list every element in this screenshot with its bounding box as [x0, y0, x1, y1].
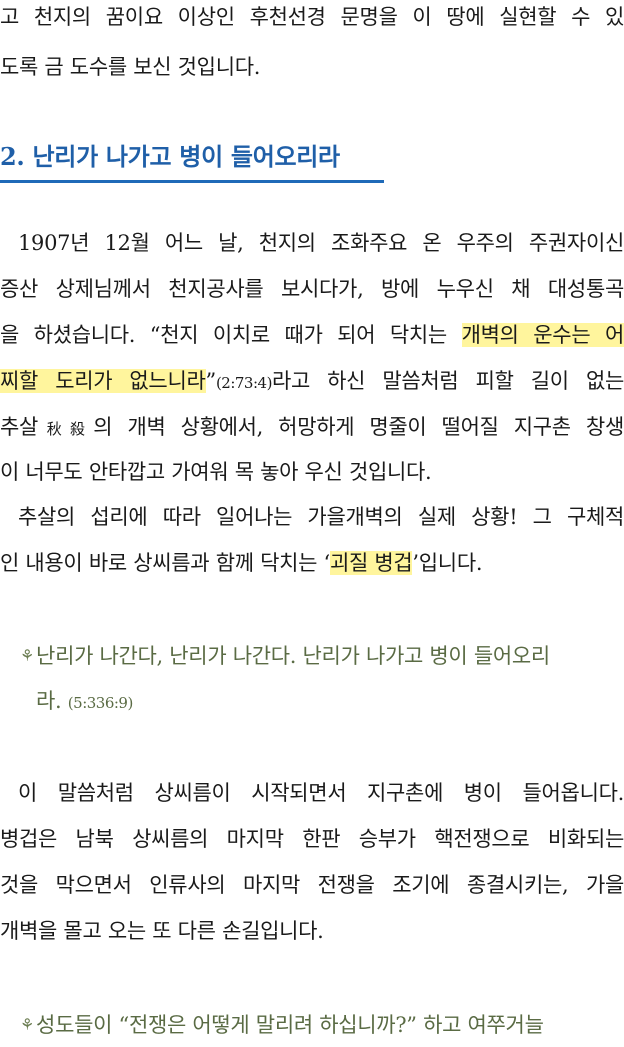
para1-line-1: 1907년 12월 어느 날, 천지의 조화주요 온 우주의 주권자이신 [18, 231, 624, 255]
quote1-text-end: 라. [36, 689, 62, 713]
para1-line-4: 찌할 도리가 없느니라”(2:73:4)라고 하신 말씀처럼 피할 길이 없는 [0, 366, 624, 398]
intro-line-1: 고 천지의 꿈이요 이상인 후천선경 문명을 이 땅에 실현할 수 있 [0, 5, 624, 29]
section-heading: 2. 난리가 나가고 병이 들어오리라 [0, 142, 340, 171]
quote1-text: 난리가 나간다, 난리가 나간다. 난리가 나가고 병이 들어오리 [36, 644, 550, 668]
para1-line-3-text: 을 하셨습니다. “천지 이치로 때가 되어 닥치는 [0, 323, 462, 347]
intro-line-2: 도록 금 도수를 보신 것입니다. [0, 55, 261, 79]
quote1-line-2: 라. (5:336:9) [36, 686, 624, 718]
hanja-annotation: 秋殺 [38, 420, 94, 438]
para2-line-1: 추살의 섭리에 따라 일어나는 가을개벽의 실제 상황! 그 구체적 [18, 505, 624, 529]
para1-line-3: 을 하셨습니다. “천지 이치로 때가 되어 닥치는 개벽의 운수는 어 [0, 320, 624, 350]
quote2-text: 성도들이 “전쟁은 어떻게 말리려 하십니까?” 하고 여쭈거늘 [36, 1013, 544, 1037]
quote-close: ” [205, 369, 217, 393]
flower-bullet-icon: ⚘ [20, 1015, 35, 1034]
para2-line-2-text: 인 내용이 바로 상씨름과 함께 닥치는 ‘ [0, 551, 330, 575]
highlight-quote-start: 개벽의 운수는 어 [461, 323, 624, 347]
para3-line-2: 병겁은 남북 상씨름의 마지막 한판 승부가 핵전쟁으로 비화되는 [0, 827, 624, 851]
quote2-line-1: ⚘성도들이 “전쟁은 어떻게 말리려 하십니까?” 하고 여쭈거늘 [20, 1010, 624, 1042]
highlight-quote-end: 찌할 도리가 없느니라 [0, 369, 206, 393]
scripture-reference: (2:73:4) [215, 374, 273, 392]
quote1-reference: (5:336:9) [67, 694, 134, 712]
quote1-line-1: ⚘난리가 나간다, 난리가 나간다. 난리가 나가고 병이 들어오리 [20, 641, 624, 673]
para2-line-2-end: ’입니다. [412, 551, 483, 575]
para3-line-4: 개벽을 몰고 오는 또 다른 손길입니다. [0, 919, 324, 943]
para1-line-5: 추살秋殺의 개벽 상황에서, 허망하게 명줄이 떨어질 지구촌 창생 [0, 412, 624, 444]
heading-underline [0, 180, 384, 183]
para3-line-3: 것을 막으면서 인류사의 마지막 전쟁을 조기에 종결시키는, 가을 [0, 873, 624, 897]
highlight-disease: 괴질 병겁 [329, 551, 413, 575]
term-chusal: 추살 [0, 415, 39, 439]
para3-line-1: 이 말씀처럼 상씨름이 시작되면서 지구촌에 병이 들어옵니다. [18, 781, 624, 805]
para2-line-2: 인 내용이 바로 상씨름과 함께 닥치는 ‘괴질 병겁’입니다. [0, 548, 624, 578]
para1-line-2: 증산 상제님께서 천지공사를 보시다가, 방에 누우신 채 대성통곡 [0, 277, 624, 301]
flower-bullet-icon: ⚘ [20, 646, 35, 665]
para1-line-4-text: 라고 하신 말씀처럼 피할 길이 없는 [271, 369, 624, 393]
para1-line-5-text: 의 개벽 상황에서, 허망하게 명줄이 떨어질 지구촌 창생 [93, 415, 624, 439]
para1-line-6: 이 너무도 안타깝고 가여워 목 놓아 우신 것입니다. [0, 460, 432, 484]
